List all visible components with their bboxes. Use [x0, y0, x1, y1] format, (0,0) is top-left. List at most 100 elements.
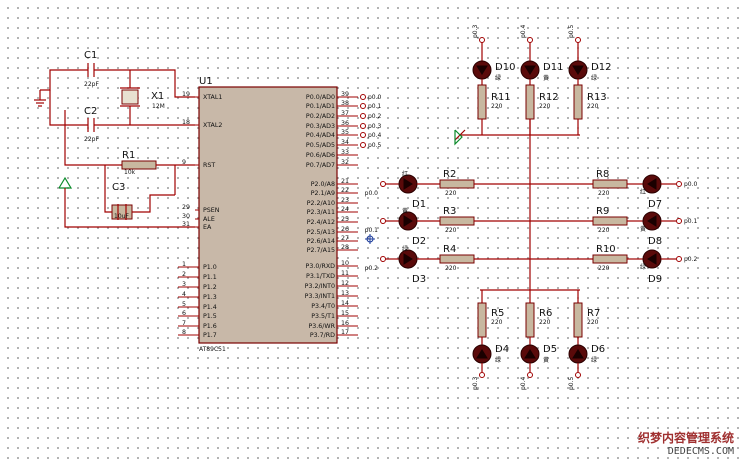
pin-name: P2.1/A9: [311, 190, 335, 197]
led-label: D12: [591, 62, 611, 73]
r1-body: [121, 160, 157, 170]
led-color: 绿: [402, 245, 408, 253]
pin-name: P1.0: [203, 264, 217, 271]
net-terminal: [575, 372, 581, 378]
power-symbol: [58, 176, 73, 189]
pin-name: P1.1: [203, 274, 217, 281]
led-diode-symbol: [647, 253, 657, 265]
pin-number: 13: [341, 290, 349, 297]
resistor-value: 220: [598, 265, 610, 272]
pin-number: 3: [182, 281, 186, 288]
led-label: D6: [591, 344, 605, 355]
pin-name: P0.2/AD2: [306, 113, 335, 120]
pin-name: P1.7: [203, 332, 217, 339]
led-color: 绿: [591, 356, 597, 364]
watermark-en: DEDECMS.COM: [667, 446, 734, 457]
led-diode-symbol: [572, 65, 584, 75]
pin-number: 37: [341, 110, 349, 117]
pin-number: 25: [341, 216, 349, 223]
net-label: p0.0: [368, 94, 382, 101]
pin-number: 16: [341, 320, 349, 327]
pin-number: 1: [182, 261, 186, 268]
pin-number: 23: [341, 197, 349, 204]
led-label: D11: [543, 62, 563, 73]
led-color: 黄: [640, 225, 646, 233]
resistor-label: R5: [491, 308, 504, 319]
resistor-value: 220: [491, 319, 503, 326]
net-terminal: [380, 256, 386, 262]
pin-name: P0.7/AD7: [306, 162, 335, 169]
resistor-label: R3: [443, 206, 456, 217]
net-label: p0.2: [684, 256, 698, 263]
led-color: 绿: [591, 74, 597, 82]
net-terminal: [360, 113, 366, 119]
pin-name: P3.7/RD: [310, 332, 335, 339]
pin-number: 2: [182, 271, 186, 278]
net-terminal: [527, 37, 533, 43]
pin-number: 21: [341, 178, 349, 185]
led-color: 绿: [640, 263, 646, 271]
net-label: p0.3: [472, 376, 479, 390]
net-terminal: [360, 94, 366, 100]
resistor-R4: [439, 254, 475, 264]
resistor-label: R9: [596, 206, 609, 217]
c3-value: 10uF: [114, 213, 129, 220]
led-diode-symbol: [647, 178, 657, 190]
wire: [132, 194, 175, 213]
watermark-cn: 织梦内容管理系统: [637, 431, 734, 445]
resistor-R10: [592, 254, 628, 264]
pin-number: 8: [182, 329, 186, 336]
net-terminal: [380, 218, 386, 224]
resistor-value: 220: [445, 190, 457, 197]
pin-name: P2.0/A8: [311, 181, 335, 188]
resistor-R2: [439, 179, 475, 189]
pin-name: PSEN: [203, 207, 220, 214]
pin-number: 34: [341, 139, 349, 146]
led-color: 黄: [543, 74, 549, 82]
net-label: p0.5: [368, 142, 382, 149]
led-color: 黄: [543, 356, 549, 364]
net-terminal: [360, 123, 366, 129]
pin-number: 7: [182, 320, 186, 327]
pin-name: P2.2/A10: [307, 200, 335, 207]
led-color: 绿: [495, 74, 501, 82]
pin-number: 28: [341, 244, 349, 251]
c2-value: 22pF: [84, 136, 99, 143]
pin-number: 22: [341, 187, 349, 194]
pin-number: 11: [341, 270, 349, 277]
resistor-label: R8: [596, 169, 609, 180]
net-label: p0.0: [684, 181, 698, 188]
resistor-value: 220: [598, 227, 610, 234]
led-color: 黄: [402, 207, 408, 215]
resistor-value: 220: [587, 103, 599, 110]
led-color: 红: [640, 188, 646, 196]
pin-number: 31: [182, 221, 190, 228]
x1-value: 12M: [152, 103, 165, 110]
resistor-value: 220: [445, 227, 457, 234]
resistor-label: R13: [587, 92, 607, 103]
pin-name: P3.1/TXD: [306, 273, 335, 280]
c3-label: C3: [112, 182, 125, 193]
pin-number: 10: [341, 260, 349, 267]
led-label: D5: [543, 344, 557, 355]
pin-name: XTAL2: [203, 122, 222, 129]
chip-ref: U1: [199, 76, 213, 87]
pin-number: 17: [341, 329, 349, 336]
net-terminal: [479, 372, 485, 378]
net-terminal: [360, 142, 366, 148]
resistor-R9: [592, 216, 628, 226]
wire-xtal1: [94, 69, 195, 98]
resistor-value: 220: [539, 103, 551, 110]
pin-name: P1.5: [203, 313, 217, 320]
net-label: p0.4: [520, 376, 527, 390]
led-label: D10: [495, 62, 515, 73]
pin-name: P0.5/AD5: [306, 142, 335, 149]
net-terminal: [360, 103, 366, 109]
pin-name: XTAL1: [203, 94, 222, 101]
pin-number: 6: [182, 310, 186, 317]
crystal-body: [121, 89, 139, 105]
pin-name: P0.0/AD0: [306, 94, 335, 101]
resistor-label: R2: [443, 169, 456, 180]
pin-name: P2.4/A12: [307, 219, 335, 226]
